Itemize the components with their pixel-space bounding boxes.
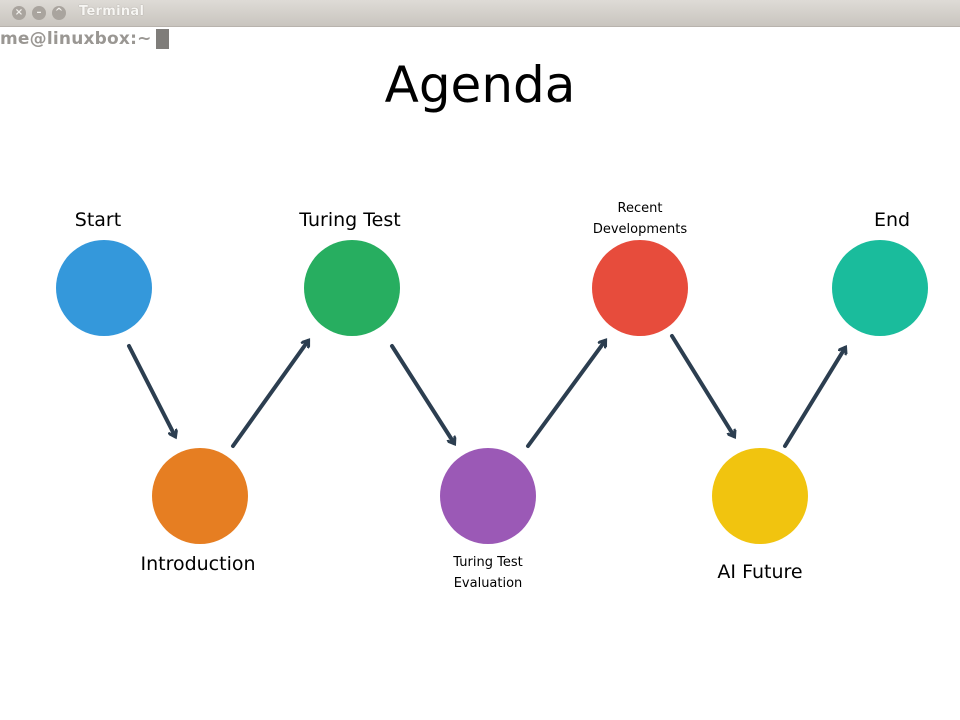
- stage-circle-turing-test-evaluation: [440, 448, 536, 544]
- arrow-turing-test-to-evaluation: [390, 344, 454, 443]
- arrow-introduction-to-turing-test: [231, 341, 308, 448]
- stage-label-recent-developments-line1: Recent: [617, 201, 663, 216]
- window-titlebar[interactable]: × – ^ Terminal: [0, 0, 960, 27]
- slide-title: Agenda: [384, 56, 576, 114]
- stage-circle-ai-future: [712, 448, 808, 544]
- stage-circle-turing-test: [304, 240, 400, 336]
- window-minimize-button[interactable]: –: [32, 6, 46, 20]
- stage-label-ai-future: AI Future: [717, 561, 803, 583]
- arrow-evaluation-to-recent-developments: [526, 341, 605, 448]
- stage-circle-introduction: [152, 448, 248, 544]
- stage-label-turing-test-evaluation: Turing Test Evaluation: [418, 552, 558, 594]
- stage-label-turing-test-evaluation-line2: Evaluation: [453, 576, 523, 591]
- stage-circle-start: [56, 240, 152, 336]
- terminal-prompt: me@linuxbox:~: [0, 29, 152, 49]
- stage-label-recent-developments: Recent Developments: [570, 198, 710, 240]
- stage-label-turing-test-evaluation-line1: Turing Test: [453, 555, 523, 570]
- stage-label-introduction: Introduction: [140, 553, 256, 575]
- window-close-button[interactable]: ×: [12, 6, 26, 20]
- terminal-cursor: [155, 29, 169, 49]
- arrow-ai-future-to-end: [783, 348, 845, 448]
- stage-label-start: Start: [74, 209, 122, 231]
- window-maximize-button[interactable]: ^: [52, 6, 66, 20]
- arrow-start-to-introduction: [127, 344, 175, 436]
- stage-label-end: End: [873, 209, 911, 231]
- stage-label-recent-developments-line2: Developments: [592, 222, 688, 237]
- stage-circle-end: [832, 240, 928, 336]
- stage-label-turing-test: Turing Test: [299, 209, 401, 231]
- arrow-recent-developments-to-ai-future: [670, 334, 734, 436]
- terminal-prompt-row[interactable]: me@linuxbox:~: [0, 28, 169, 50]
- window-title: Terminal: [79, 4, 145, 19]
- stage-circle-recent-developments: [592, 240, 688, 336]
